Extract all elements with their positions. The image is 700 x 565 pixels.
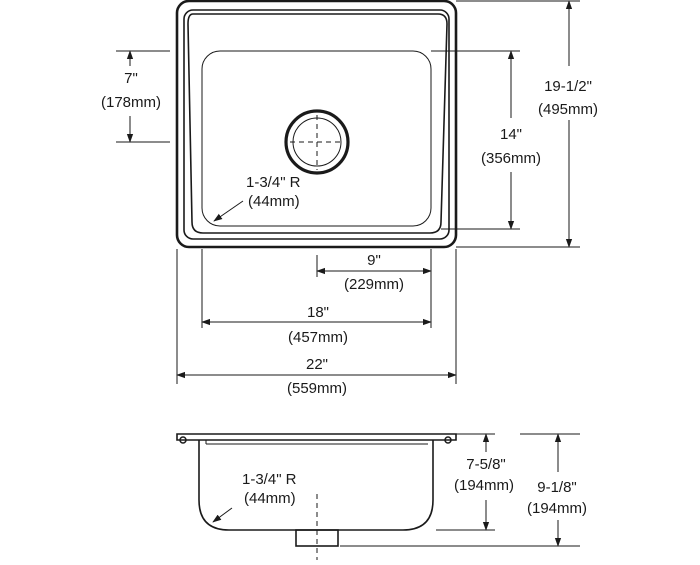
- radius-side-mm-label: (44mm): [244, 490, 296, 507]
- sink-rim-inner-edge: [183, 9, 450, 240]
- dim-18-mm-label: (457mm): [288, 329, 348, 346]
- dim-7-5-8-label: 7-5/8": [466, 456, 506, 473]
- dim-19-mm-label: (495mm): [538, 101, 598, 118]
- side-bowl-profile: [198, 440, 434, 531]
- radius-side-leader: [212, 507, 233, 523]
- sink-bowl-floor: [201, 50, 432, 227]
- radius-top-leader: [213, 200, 244, 222]
- dim-7-label: 7": [124, 70, 138, 87]
- dim-9-label: 9": [367, 252, 381, 269]
- side-rim-flange: [176, 433, 457, 441]
- top-view: 1-3/4" R (44mm) 7" (178mm) 14" (356mm) 1…: [101, 0, 598, 397]
- side-view: 1-3/4" R (44mm) 7-5/8" (194mm) 9-1/8" (1…: [176, 433, 587, 560]
- dim-9-1-8-label: 9-1/8": [537, 479, 577, 496]
- radius-top-mm-label: (44mm): [248, 193, 300, 210]
- dim-18-label: 18": [307, 304, 329, 321]
- dim-19-label: 19-1/2": [544, 78, 592, 95]
- radius-top-label: 1-3/4" R: [246, 174, 301, 191]
- dim-14-mm-label: (356mm): [481, 150, 541, 167]
- dim-7-5-8-mm-label: (194mm): [454, 477, 514, 494]
- radius-side-label: 1-3/4" R: [242, 471, 297, 488]
- dim-9-mm-label: (229mm): [344, 276, 404, 293]
- dim-14-label: 14": [500, 126, 522, 143]
- dim-22-label: 22": [306, 356, 328, 373]
- side-clip-left: [179, 436, 187, 444]
- dim-22-mm-label: (559mm): [287, 380, 347, 397]
- sink-outer-rim: [175, 0, 458, 249]
- dim-7-mm-label: (178mm): [101, 94, 161, 111]
- side-clip-right: [444, 436, 452, 444]
- dim-9-1-8-mm-label: (194mm): [527, 500, 587, 517]
- drain-outer-ring: [284, 109, 350, 175]
- sink-bowl-top-edge: [187, 13, 448, 234]
